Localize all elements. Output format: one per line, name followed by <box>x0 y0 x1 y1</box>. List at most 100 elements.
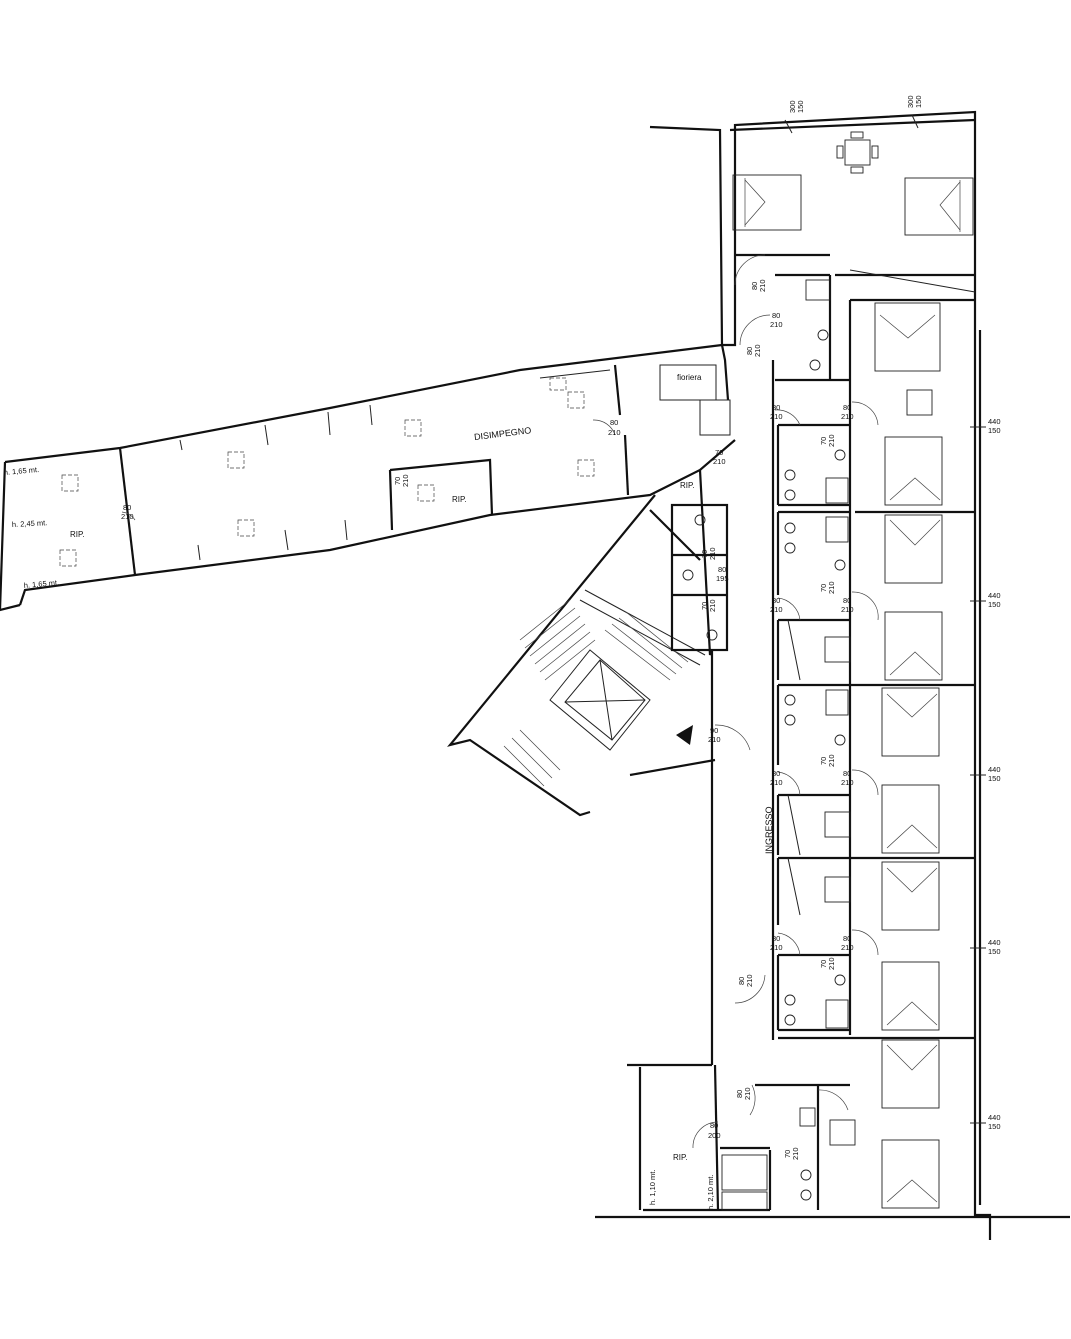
door-dim-height: 210 <box>608 428 621 437</box>
door-dim-height: 210 <box>770 605 783 614</box>
window-dim-width: 440 <box>988 417 1001 426</box>
window-dim-height: 150 <box>988 426 1001 435</box>
bed-icon <box>881 1039 940 1109</box>
door-dim-width: 70 <box>819 584 828 592</box>
door-dim-height: 210 <box>708 599 717 612</box>
door-dim-height: 210 <box>713 457 726 466</box>
door-dim-width: 80 <box>772 403 780 412</box>
room-label-fioriera: fioriera <box>677 373 702 382</box>
bed-icon <box>881 687 940 757</box>
bed-icon <box>732 174 802 231</box>
bed-icon <box>874 302 941 372</box>
door-dim-width: 70 <box>715 448 723 457</box>
door-dim-height: 210 <box>770 320 783 329</box>
door-dim-height: 210 <box>708 547 717 560</box>
bed-icon <box>881 861 940 931</box>
window-dim-width: 440 <box>988 938 1001 947</box>
door-dim-height: 210 <box>770 943 783 952</box>
window-dim-width: 440 <box>988 1113 1001 1122</box>
door-dim-width: 80 <box>843 769 851 778</box>
door-dim-width: 70 <box>393 477 402 485</box>
door-dim-width: 80 <box>718 565 726 574</box>
room-partitions <box>720 273 975 1210</box>
door-dim-height: 210 <box>121 512 134 521</box>
window-dim-height: 150 <box>988 947 1001 956</box>
door-dim-width: 70 <box>700 602 709 610</box>
table-icon <box>829 1119 856 1146</box>
door-dim-width: 80 <box>843 934 851 943</box>
door-dim-width: 80 <box>843 596 851 605</box>
door-dim-width: 80 <box>750 282 759 290</box>
room-label-rip-left: RIP. <box>70 530 85 539</box>
table-icon <box>906 389 933 416</box>
window-dim-height: 150 <box>988 1122 1001 1131</box>
bed-icon <box>884 514 943 584</box>
window-dim-height: 150 <box>914 95 923 108</box>
room-label-disimpegno: DISIMPEGNO <box>473 425 531 442</box>
door-dim-height: 210 <box>841 943 854 952</box>
table-icon <box>824 811 851 838</box>
door-dim-height: 210 <box>841 412 854 421</box>
window-dim-height: 150 <box>988 774 1001 783</box>
table-icon <box>824 876 851 903</box>
height-label: h. 1,65 mt. <box>3 465 39 477</box>
door-dim-width: 70 <box>783 1150 792 1158</box>
door-dim-height: 210 <box>827 581 836 594</box>
entrance-arrow-icon <box>676 725 693 745</box>
furniture <box>59 131 974 1211</box>
bed-icon <box>881 961 940 1031</box>
door-dim-height: 210 <box>708 735 721 744</box>
door-dim-height: 210 <box>791 1147 800 1160</box>
door-dim-height: 210 <box>770 412 783 421</box>
door-dim-width: 80 <box>772 769 780 778</box>
room-label-rip-corr: RIP. <box>680 481 695 490</box>
door-dim-width: 70 <box>819 960 828 968</box>
door-dim-height: 210 <box>758 279 767 292</box>
door-dim-height: 210 <box>401 474 410 487</box>
door-dim-height: 210 <box>841 778 854 787</box>
window-dim-height: 150 <box>796 100 805 113</box>
staircase <box>447 469 716 817</box>
door-dim-height: 200 <box>708 1131 721 1140</box>
door-dim-width: 80 <box>772 596 780 605</box>
bed-icon <box>904 177 974 236</box>
table-icon <box>824 636 851 663</box>
door-dim-width: 80 <box>123 503 131 512</box>
height-label: h. 2,10 mt. <box>706 1175 715 1210</box>
door-dim-width: 80 <box>610 418 618 427</box>
door-dim-width: 70 <box>700 550 709 558</box>
door-dim-width: 80 <box>710 1121 718 1130</box>
door-dim-height: 210 <box>770 778 783 787</box>
room-label-rip-mid: RIP. <box>452 495 467 504</box>
door-dim-width: 70 <box>819 437 828 445</box>
table-icon <box>836 131 879 174</box>
room-label-ingresso: INGRESSO <box>764 806 774 854</box>
window-dim-width: 300 <box>788 100 797 113</box>
window-dim-height: 150 <box>988 600 1001 609</box>
door-dim-width: 80 <box>843 403 851 412</box>
door-dim-height: 210 <box>743 1087 752 1100</box>
door-dim-height: 210 <box>827 434 836 447</box>
door-dim-height: 210 <box>745 974 754 987</box>
window-dimensions: 300 150 300 150 440 150 440 150 440 150 … <box>784 95 1001 1131</box>
door-dim-height: 210 <box>841 605 854 614</box>
height-labels: h. 1,65 mt. h. 2,45 mt. h. 1,65 mt. h. 1… <box>3 465 715 1210</box>
room-label-rip-bottom: RIP. <box>673 1153 688 1162</box>
door-dim-height: 195 <box>716 574 729 583</box>
left-wing-walls <box>0 343 736 612</box>
door-dim-width: 80 <box>735 1090 744 1098</box>
door-dimensions: 80 210 80 210 70 210 70 210 70 210 70 21… <box>121 279 854 1160</box>
door-dim-height: 210 <box>827 957 836 970</box>
bed-icon <box>884 611 943 681</box>
height-label: h. 1,10 mt. <box>648 1170 657 1205</box>
right-wing-walls <box>595 110 1070 1240</box>
door-dim-width: 80 <box>745 347 754 355</box>
window-dim-width: 440 <box>988 765 1001 774</box>
door-dim-height: 210 <box>827 754 836 767</box>
height-label: h. 1,65 mt. <box>23 578 59 590</box>
door-swings <box>121 254 879 1149</box>
door-dim-width: 70 <box>819 757 828 765</box>
door-dim-width: 80 <box>737 977 746 985</box>
door-dim-width: 90 <box>710 726 718 735</box>
